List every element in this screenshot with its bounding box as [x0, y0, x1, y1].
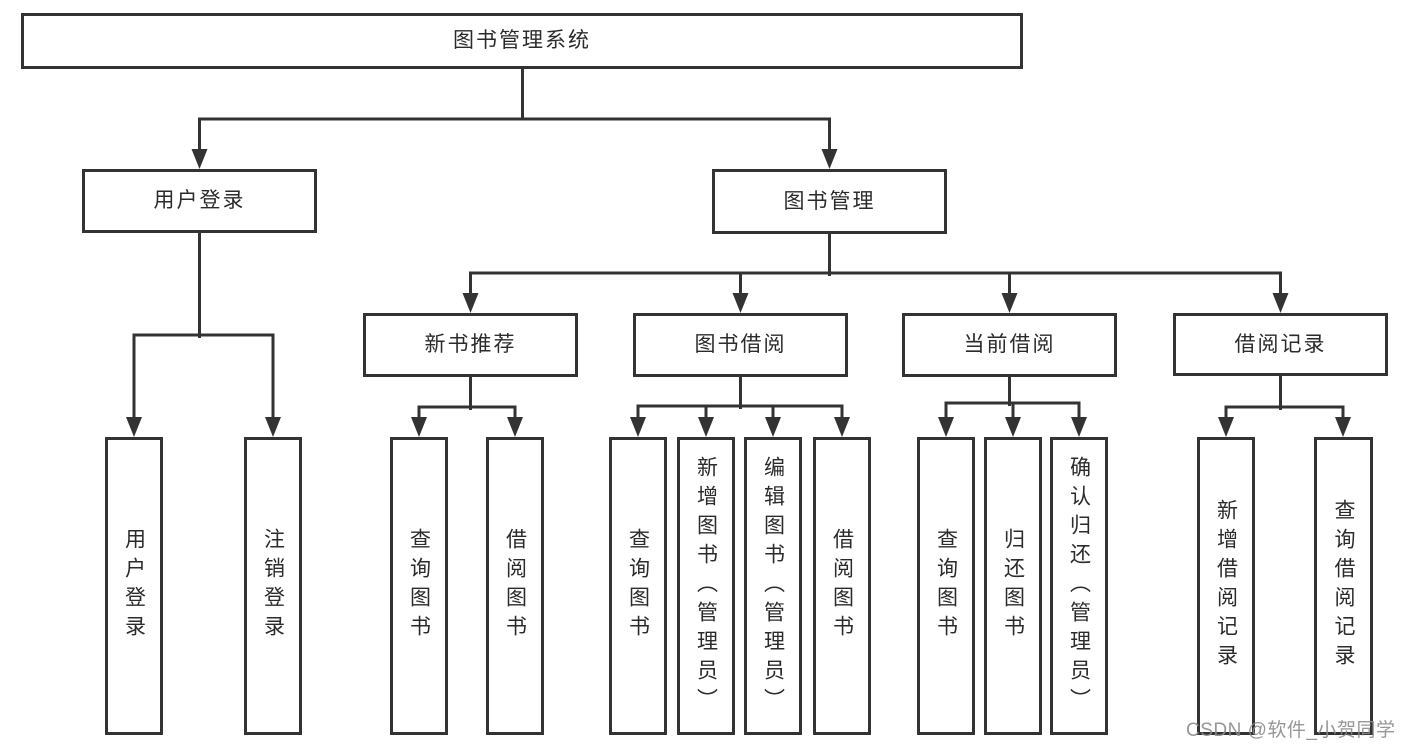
arrowhead-icon — [265, 417, 281, 437]
node-book-management-label: 图书管理 — [783, 189, 876, 213]
leaf-borrow-query: 查询图书 — [609, 437, 667, 735]
arrowhead-icon — [126, 417, 142, 437]
arrowhead-icon — [1005, 417, 1021, 437]
arrowhead-icon — [1272, 293, 1289, 313]
node-book-borrow: 图书借阅 — [633, 313, 848, 377]
node-book-management: 图书管理 — [712, 169, 947, 234]
leaf-logout: 注销登录 — [244, 437, 302, 735]
leaf-current-query-label: 查询图书 — [934, 528, 958, 644]
arrowhead-icon — [1001, 293, 1018, 313]
node-root-label: 图书管理系统 — [453, 29, 591, 53]
leaf-borrow-borrow-book: 借阅图书 — [813, 437, 871, 735]
leaf-borrow-add-book-label: 新增图书（管理员） — [694, 455, 718, 717]
node-new-book-recommend-label: 新书推荐 — [424, 333, 517, 357]
node-new-book-recommend: 新书推荐 — [363, 313, 578, 377]
arrowhead-icon — [765, 417, 781, 437]
leaf-borrow-edit-book: 编辑图书（管理员） — [744, 437, 802, 735]
node-current-borrow: 当前借阅 — [902, 313, 1117, 377]
leaf-newbooks-query: 查询图书 — [390, 437, 448, 735]
leaf-current-confirm-return-label: 确认归还（管理员） — [1067, 455, 1091, 717]
leaf-borrow-add-book: 新增图书（管理员） — [677, 437, 735, 735]
leaf-newbooks-borrow: 借阅图书 — [486, 437, 544, 735]
node-borrow-records: 借阅记录 — [1173, 313, 1388, 376]
leaf-current-confirm-return: 确认归还（管理员） — [1050, 437, 1108, 735]
arrowhead-icon — [834, 417, 850, 437]
leaf-borrow-borrow-book-label: 借阅图书 — [830, 528, 854, 644]
leaf-current-query: 查询图书 — [917, 437, 975, 735]
leaf-newbooks-query-label: 查询图书 — [407, 528, 431, 644]
leaf-borrow-query-label: 查询图书 — [626, 528, 650, 644]
node-borrow-records-label: 借阅记录 — [1234, 332, 1327, 356]
leaf-current-return-label: 归还图书 — [1001, 528, 1025, 644]
leaf-records-add: 新增借阅记录 — [1197, 437, 1255, 735]
arrowhead-icon — [938, 417, 954, 437]
leaf-records-add-label: 新增借阅记录 — [1214, 499, 1238, 673]
node-root-system: 图书管理系统 — [21, 13, 1023, 69]
arrowhead-icon — [698, 417, 714, 437]
arrowhead-icon — [821, 149, 838, 169]
arrowhead-icon — [630, 417, 646, 437]
leaf-borrow-edit-book-label: 编辑图书（管理员） — [761, 455, 785, 717]
arrowhead-icon — [1335, 417, 1351, 437]
arrowhead-icon — [1218, 417, 1234, 437]
leaf-records-query-label: 查询借阅记录 — [1332, 499, 1355, 673]
arrowhead-icon — [411, 417, 427, 437]
arrowhead-icon — [1071, 417, 1087, 437]
leaf-records-query: 查询借阅记录 — [1314, 437, 1373, 735]
leaf-logout-label: 注销登录 — [261, 528, 285, 644]
leaf-user-login: 用户登录 — [105, 437, 163, 735]
arrowhead-icon — [191, 149, 208, 169]
csdn-watermark: CSDN @软件_小贺同学 — [1186, 720, 1396, 741]
leaf-newbooks-borrow-label: 借阅图书 — [503, 528, 527, 644]
arrowhead-icon — [732, 293, 749, 313]
leaf-user-login-label: 用户登录 — [122, 528, 146, 644]
node-current-borrow-label: 当前借阅 — [963, 333, 1056, 357]
arrowhead-icon — [507, 417, 523, 437]
node-user-login-label: 用户登录 — [153, 189, 246, 213]
node-user-login: 用户登录 — [82, 169, 317, 233]
node-book-borrow-label: 图书借阅 — [694, 333, 787, 357]
arrowhead-icon — [462, 293, 479, 313]
leaf-current-return: 归还图书 — [984, 437, 1042, 735]
